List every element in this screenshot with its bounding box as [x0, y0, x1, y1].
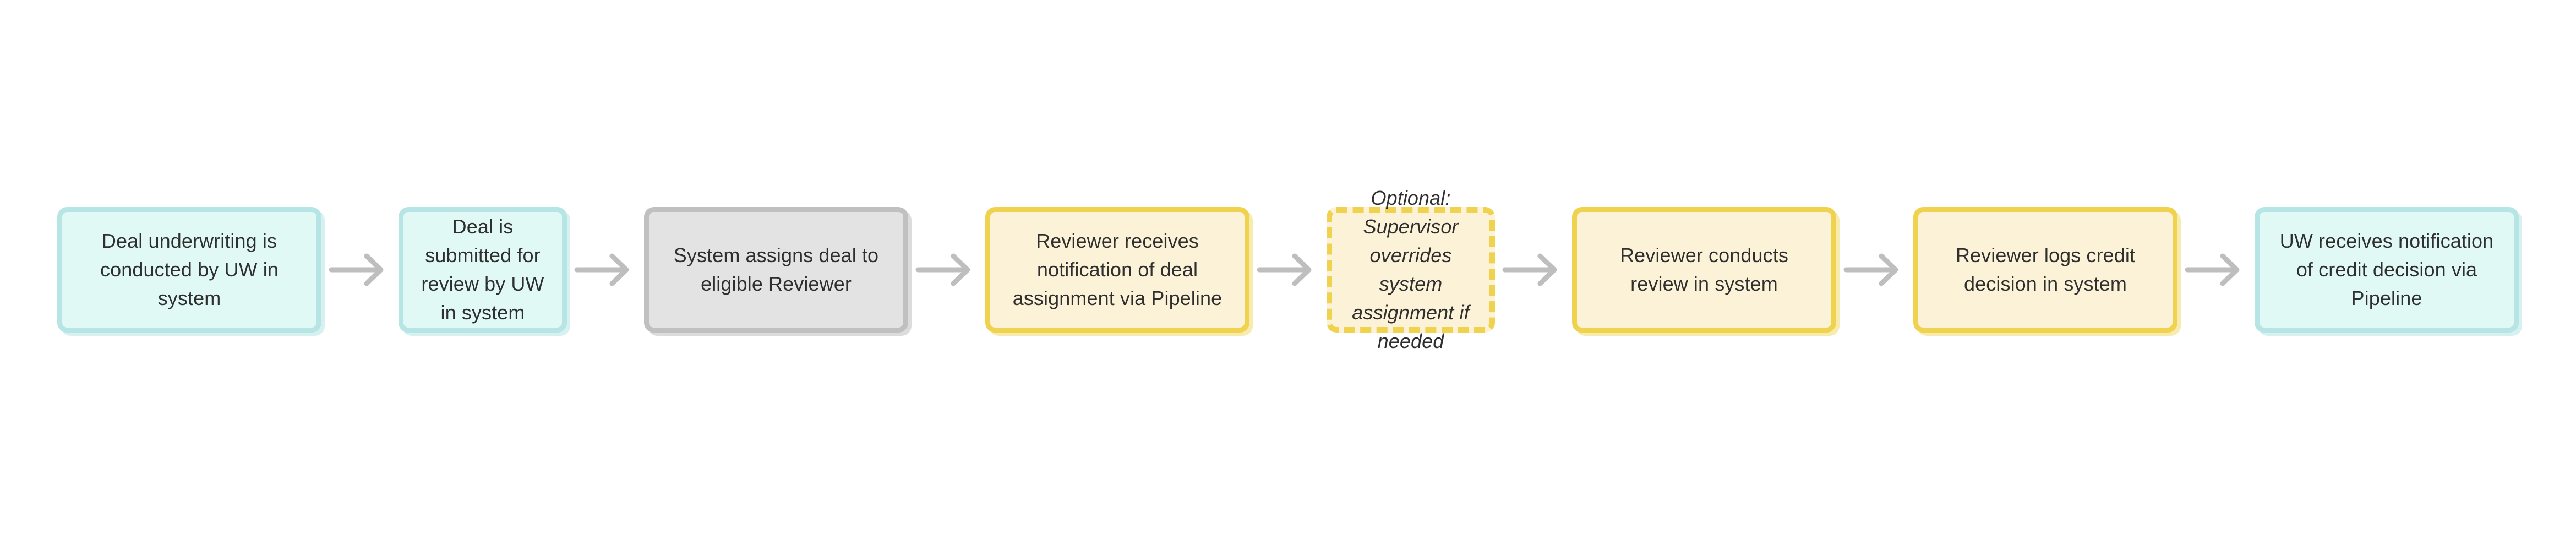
flow-node-label: Optional: Supervisor overrides system as…: [1352, 186, 1470, 352]
flow-node-8[interactable]: UW receives notification of credit decis…: [2255, 206, 2519, 333]
arrow-right-icon: [1836, 251, 1913, 289]
flow-node-label: UW receives notification of credit decis…: [2279, 229, 2494, 309]
flow-node-7[interactable]: Reviewer logs credit decision in system: [1913, 206, 2177, 333]
arrow-right-icon: [908, 251, 985, 289]
flow-node-label: Deal underwriting is conducted by UW in …: [100, 229, 279, 309]
flow-node-1[interactable]: Deal underwriting is conducted by UW in …: [57, 206, 321, 333]
arrow-right-icon: [567, 251, 644, 289]
arrow-right-icon: [2177, 251, 2255, 289]
flow-node-5-optional[interactable]: Optional: Supervisor overrides system as…: [1327, 187, 1495, 352]
flow-node-label: Reviewer conducts review in system: [1620, 243, 1788, 295]
flow-node-4[interactable]: Reviewer receives notification of deal a…: [985, 206, 1249, 333]
flow-node-3[interactable]: System assigns deal to eligible Reviewer: [644, 206, 908, 333]
arrow-right-icon: [1495, 251, 1572, 289]
flow-node-label: Deal is submitted for review by UW in sy…: [421, 215, 544, 324]
flow-node-label: Reviewer receives notification of deal a…: [1012, 229, 1222, 309]
flow-node-6[interactable]: Reviewer conducts review in system: [1572, 206, 1836, 333]
flow-node-label: Reviewer logs credit decision in system: [1955, 243, 2136, 295]
arrow-right-icon: [321, 251, 399, 289]
flow-node-2[interactable]: Deal is submitted for review by UW in sy…: [399, 206, 567, 333]
flow-node-label: System assigns deal to eligible Reviewer: [673, 243, 879, 295]
arrow-right-icon: [1249, 251, 1327, 289]
